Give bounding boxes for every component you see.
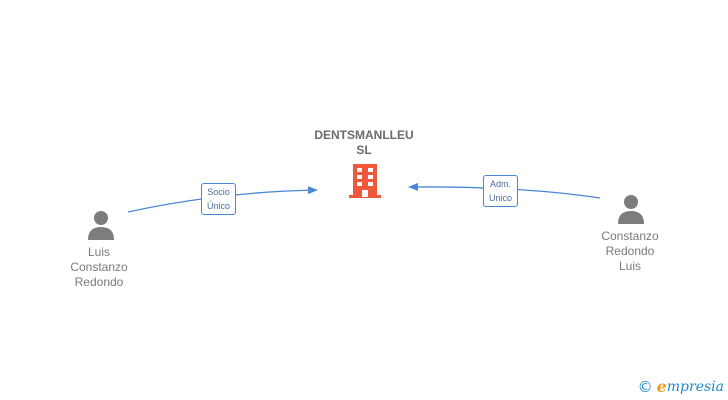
person-icon[interactable] <box>616 194 646 224</box>
brand-name: mpresia <box>666 378 724 395</box>
footer-brand[interactable]: © e mpresia <box>638 377 724 396</box>
brand-initial: e <box>656 377 667 396</box>
relation-label-adm-unico: Adm. Unico <box>483 175 519 207</box>
copyright-icon: © <box>637 377 653 396</box>
relation-label-socio-unico: Socio Único <box>201 183 237 215</box>
person-name-left[interactable]: Luis Constanzo Redondo <box>70 245 128 289</box>
building-icon[interactable] <box>349 164 381 198</box>
company-name[interactable]: DENTSMANLLEU SL <box>314 128 414 157</box>
person-name-right[interactable]: Constanzo Redondo Luis <box>601 229 659 273</box>
person-icon[interactable] <box>86 210 116 240</box>
